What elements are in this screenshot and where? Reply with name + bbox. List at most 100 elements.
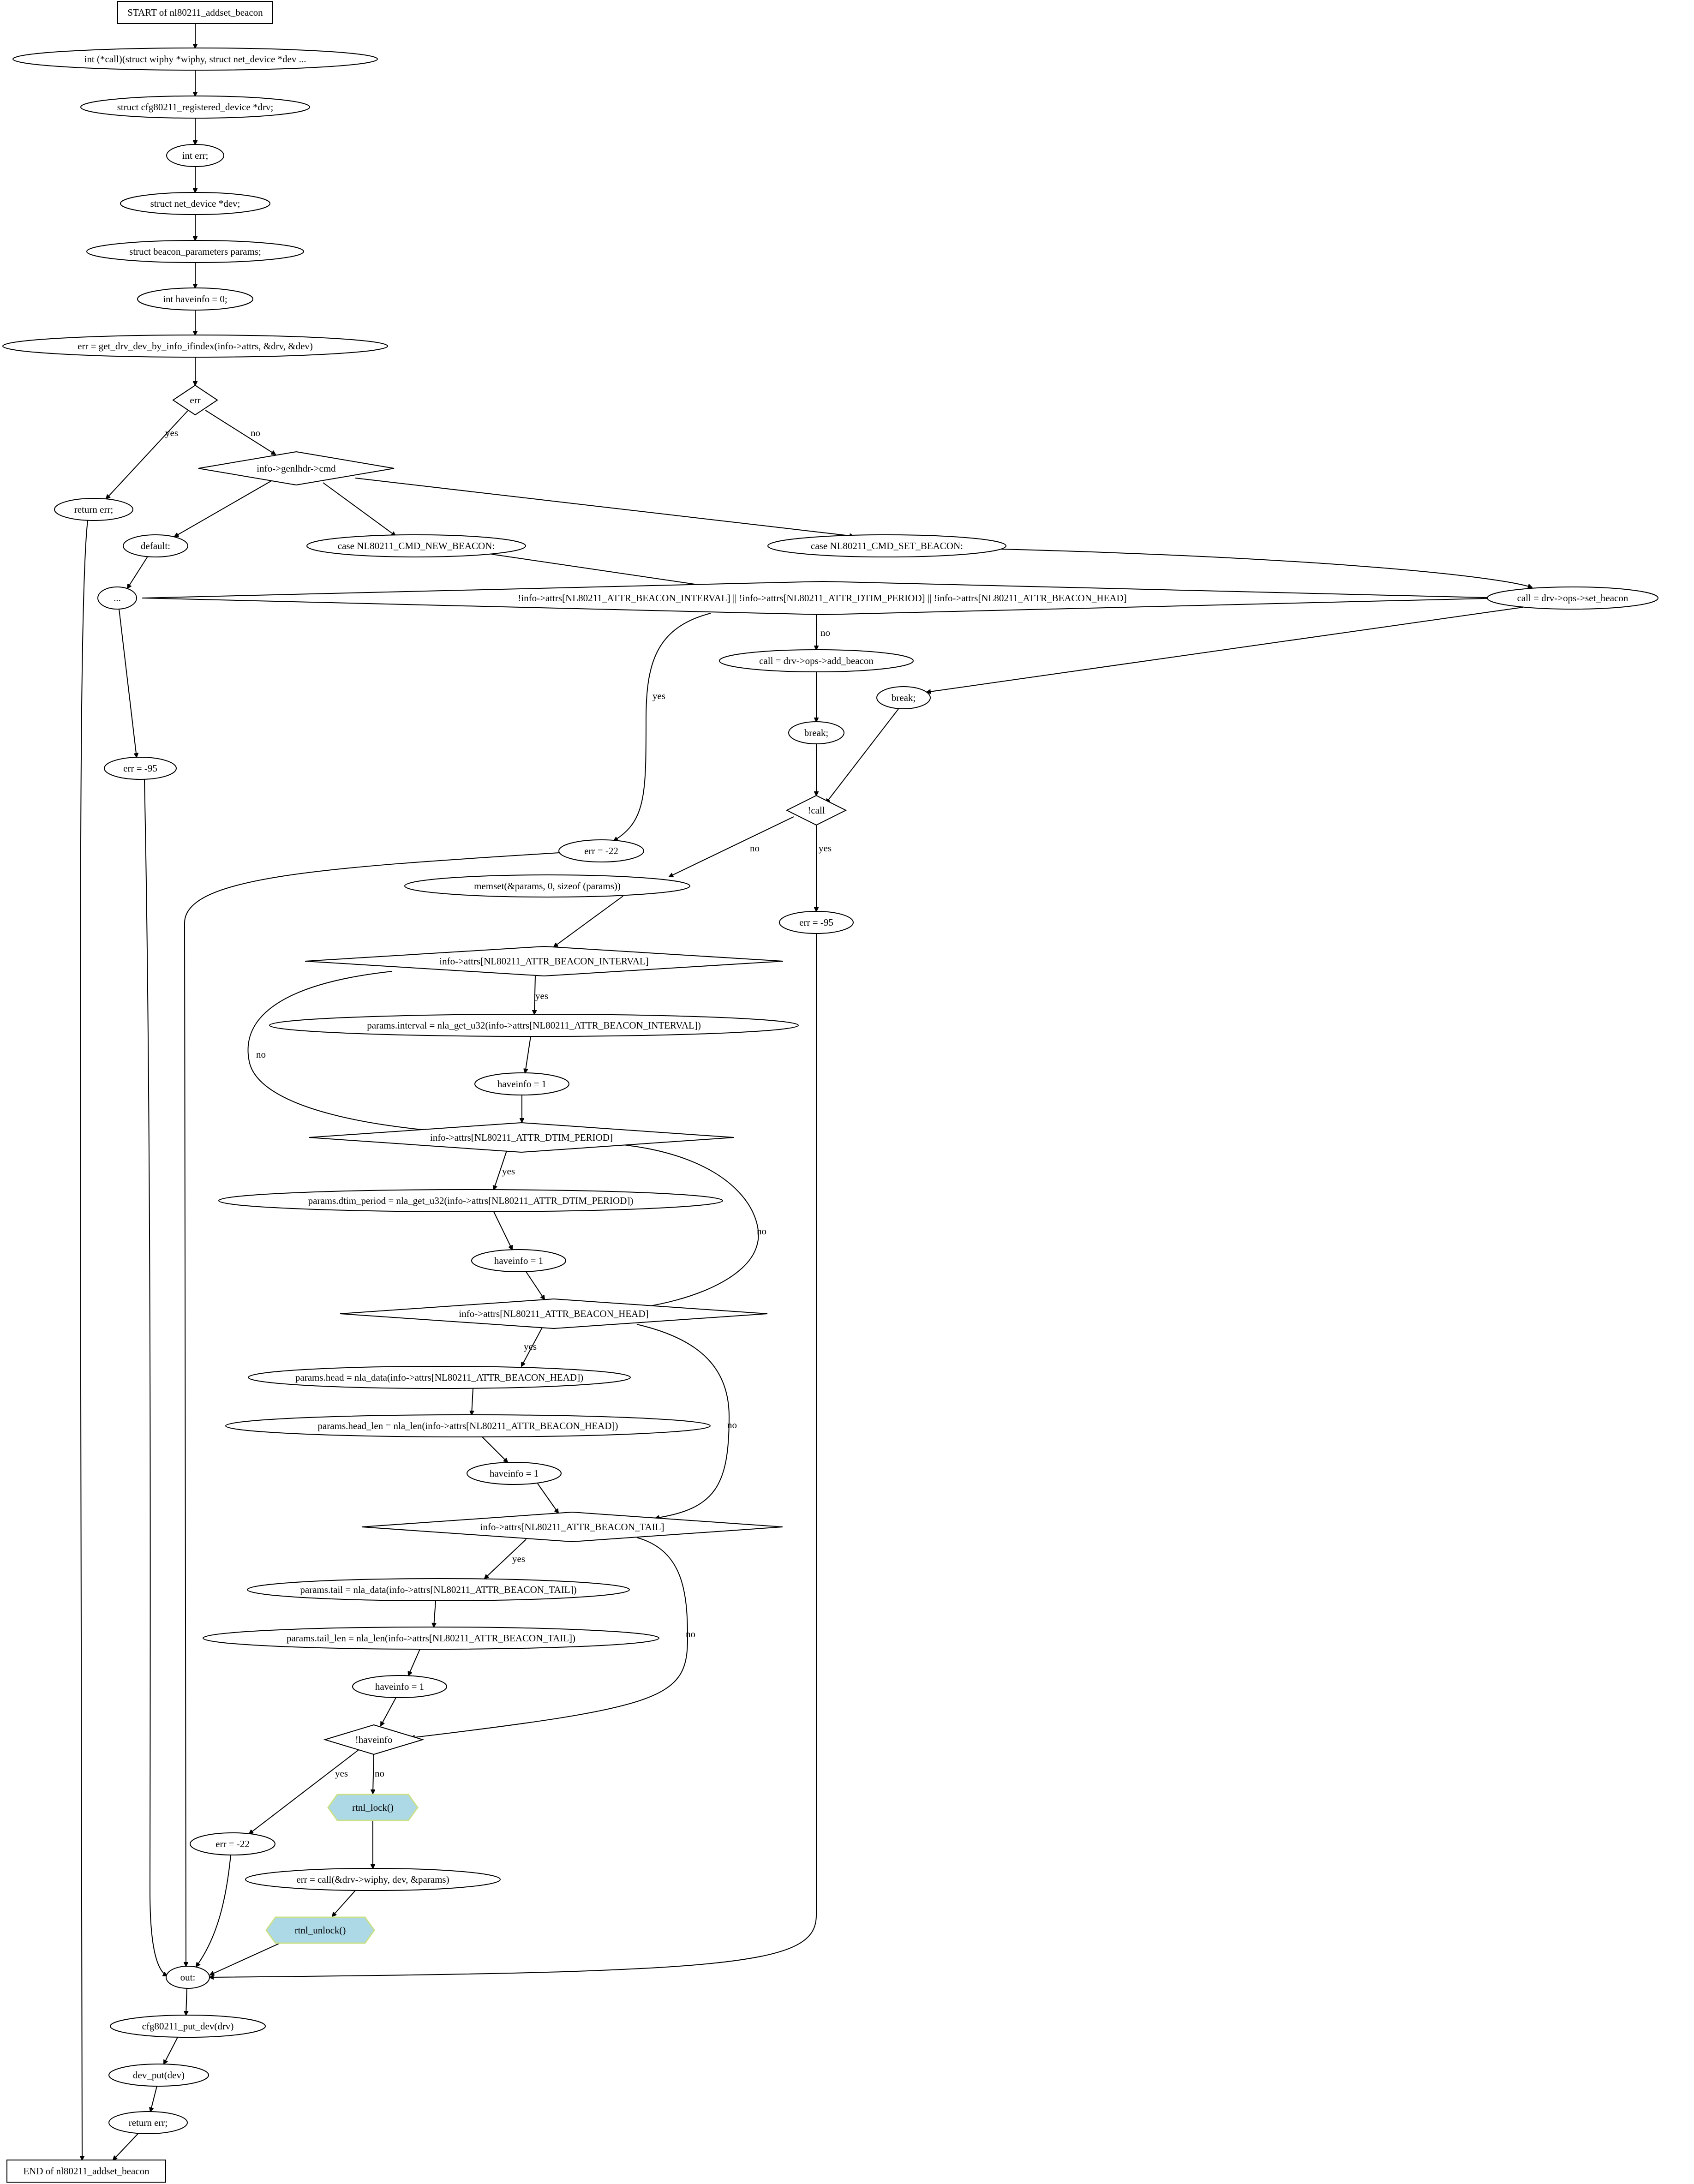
- node-label: int err;: [182, 150, 209, 161]
- node-shape: [779, 911, 854, 934]
- node-n-rtnl-unlock: rtnl_unlock(): [265, 1916, 375, 1944]
- node-shape: [323, 1724, 425, 1755]
- node-shape: [558, 839, 644, 862]
- node-shape: [876, 686, 931, 709]
- node-shape: [123, 534, 188, 557]
- node-n-err-call: err = call(&drv->wiphy, dev, &params): [245, 1868, 501, 1891]
- node-n-haveinfo4: haveinfo = 1: [352, 1675, 447, 1698]
- edge-n-params-tail-len-to-n-haveinfo4: [408, 1649, 420, 1675]
- node-label: dev_put(dev): [133, 2070, 185, 2081]
- node-label: haveinfo = 1: [497, 1078, 546, 1089]
- node-label: out:: [180, 1972, 196, 1983]
- node-n-params-head-len: params.head_len = nla_len(info->attrs[NL…: [225, 1414, 711, 1437]
- edge-d-tail-to-n-params-tail: [485, 1539, 527, 1579]
- node-label: err = -22: [215, 1838, 250, 1849]
- edge-label-yes: yes: [652, 690, 665, 701]
- node-d-head: info->attrs[NL80211_ATTR_BEACON_HEAD]: [340, 1298, 768, 1329]
- node-n-params-interval: params.interval = nla_get_u32(info->attr…: [269, 1014, 799, 1037]
- edge-label-no: no: [750, 843, 760, 854]
- node-label: memset(&params, 0, sizeof (params)): [474, 880, 621, 892]
- edge-label-no: no: [820, 627, 830, 638]
- node-label: rtnl_unlock(): [295, 1925, 346, 1936]
- edge-n-case-new-to-d-attrs-check: [491, 554, 720, 588]
- node-label: params.interval = nla_get_u32(info->attr…: [367, 1020, 701, 1031]
- edge-d-interval-to-n-params-interval: [534, 975, 535, 1014]
- node-shape: [203, 1627, 659, 1650]
- node-shape: [137, 287, 253, 311]
- node-n-dev-put: dev_put(dev): [108, 2064, 209, 2087]
- node-shape: [198, 451, 395, 486]
- node-n-get-drv: err = get_drv_dev_by_info_ifindex(info->…: [2, 335, 388, 358]
- node-shape: [269, 1014, 799, 1037]
- node-shape: [361, 1511, 783, 1543]
- edge-label-yes: yes: [512, 1553, 525, 1564]
- node-label: err = get_drv_dev_by_info_ifindex(info->…: [78, 341, 313, 352]
- edge-label-no: no: [251, 427, 260, 438]
- node-label: call = drv->ops->add_beacon: [759, 655, 874, 666]
- node-shape: [305, 945, 784, 977]
- node-label: params.head_len = nla_len(info->attrs[NL…: [317, 1420, 618, 1431]
- node-shape: [309, 1122, 734, 1153]
- node-label: rtnl_lock(): [352, 1802, 394, 1813]
- node-shape: [248, 1366, 631, 1389]
- node-d-cmd: info->genlhdr->cmd: [198, 451, 395, 486]
- edge-n-break2-to-d-call: [826, 708, 899, 803]
- edge-n-params-head-len-to-n-haveinfo3: [482, 1436, 508, 1462]
- node-n-put-dev-drv: cfg80211_put_dev(drv): [110, 2015, 266, 2038]
- node-shape: [166, 1966, 210, 1989]
- edge-n-params-tail-to-n-params-tail-len: [434, 1600, 436, 1627]
- node-n-case-new: case NL80211_CMD_NEW_BEACON:: [306, 534, 526, 557]
- node-shape: [788, 721, 844, 744]
- edge-d-cmd-to-n-case-set: [355, 478, 854, 536]
- node-label: info->attrs[NL80211_ATTR_BEACON_TAIL]: [480, 1521, 664, 1532]
- node-label: case NL80211_CMD_SET_BEACON:: [811, 540, 963, 551]
- node-shape: [225, 1414, 711, 1437]
- node-n-memset: memset(&params, 0, sizeof (params)): [404, 874, 690, 898]
- node-shape: [108, 2111, 188, 2134]
- edge-d-call-to-n-memset: [669, 816, 794, 877]
- node-n-out: out:: [166, 1966, 210, 1989]
- node-label: int haveinfo = 0;: [163, 293, 227, 305]
- edge-d-err-to-n-return-err1: [106, 410, 188, 499]
- node-n-haveinfo3: haveinfo = 1: [467, 1462, 562, 1485]
- edge-n-dots-to-n-err-95a: [119, 609, 137, 757]
- edge-n-memset-to-d-interval: [554, 896, 623, 947]
- node-d-haveinfo: !haveinfo: [323, 1724, 425, 1755]
- edge-d-head-to-n-params-head: [521, 1327, 543, 1366]
- node-start: START of nl80211_addset_beacon: [117, 1, 273, 24]
- node-label: params.dtim_period = nla_get_u32(info->a…: [308, 1195, 634, 1206]
- node-n-return-err1: return err;: [54, 498, 133, 521]
- node-n-haveinfo2: haveinfo = 1: [471, 1249, 566, 1272]
- node-shape: [471, 1249, 566, 1272]
- node-label: info->attrs[NL80211_ATTR_BEACON_INTERVAL…: [439, 956, 648, 967]
- node-label: int (*call)(struct wiphy *wiphy, struct …: [84, 54, 306, 65]
- node-label: struct beacon_parameters params;: [129, 246, 261, 257]
- edges-layer: [80, 24, 1532, 2160]
- node-label: params.tail = nla_data(info->attrs[NL802…: [300, 1584, 576, 1595]
- node-shape: [104, 757, 177, 780]
- node-label: !info->attrs[NL80211_ATTR_BEACON_INTERVA…: [518, 592, 1126, 604]
- edge-label-no: no: [686, 1628, 695, 1639]
- node-label: break;: [804, 727, 828, 738]
- node-n-err-95b: err = -95: [779, 911, 854, 934]
- edge-d-tail-to-d-haveinfo: [411, 1537, 688, 1738]
- node-n-haveinfo-decl: int haveinfo = 0;: [137, 287, 253, 311]
- node-n-err-22a: err = -22: [558, 839, 644, 862]
- node-shape: [117, 1, 273, 24]
- node-shape: [719, 649, 914, 672]
- node-shape: [467, 1462, 562, 1485]
- node-label: break;: [892, 692, 916, 703]
- node-shape: [172, 384, 218, 416]
- node-shape: [97, 586, 137, 610]
- node-d-interval: info->attrs[NL80211_ATTR_BEACON_INTERVAL…: [305, 945, 784, 977]
- node-shape: [327, 1794, 419, 1821]
- node-label: haveinfo = 1: [490, 1468, 539, 1479]
- node-n-call-decl: int (*call)(struct wiphy *wiphy, struct …: [12, 48, 378, 71]
- node-shape: [190, 1832, 275, 1855]
- node-shape: [12, 48, 378, 71]
- node-label: err = -95: [123, 763, 157, 774]
- node-n-err-22b: err = -22: [190, 1832, 275, 1855]
- edge-label-yes: yes: [335, 1768, 348, 1779]
